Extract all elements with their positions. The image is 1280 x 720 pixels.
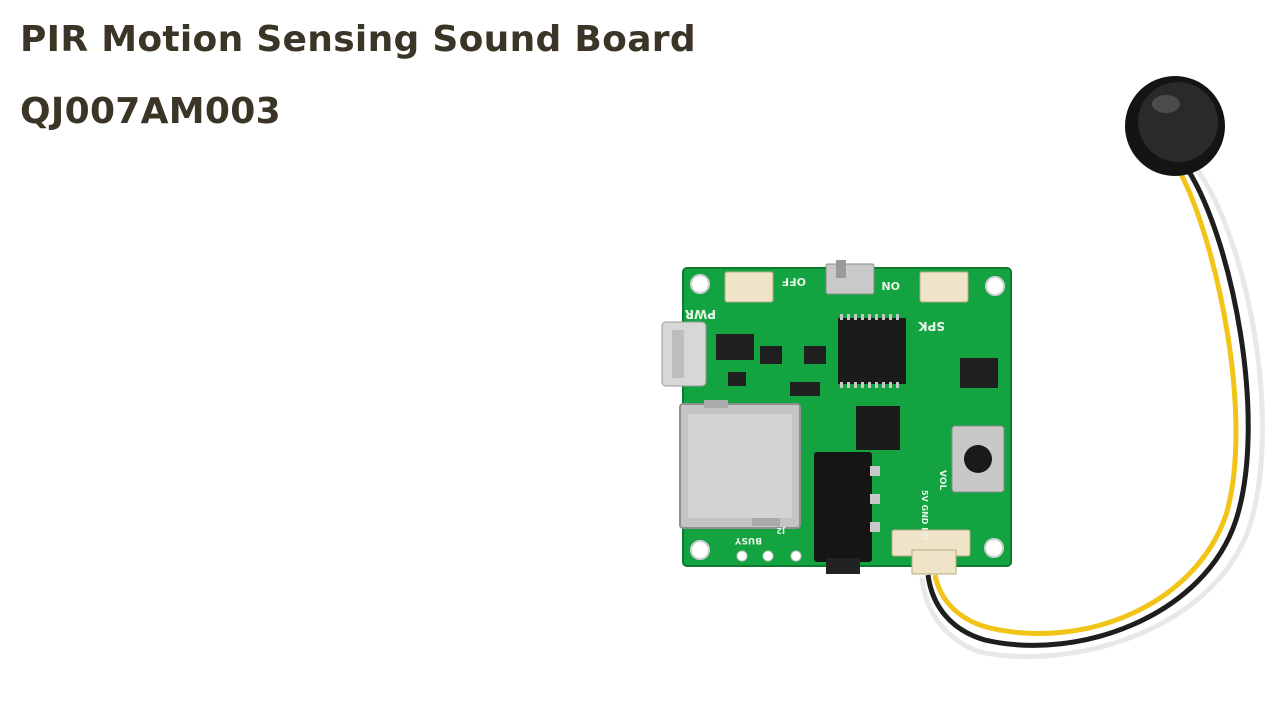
- busy-label: BUSY: [734, 535, 762, 545]
- pir-sensor: [1125, 76, 1225, 176]
- sensor-cable: [919, 166, 1265, 660]
- pin-labels: 5V GND I/O: [920, 490, 929, 540]
- vol-label: VOL: [937, 470, 947, 490]
- model-number: QJ007AM003: [20, 91, 281, 132]
- j2-label: J2: [776, 526, 786, 535]
- product-title: PIR Motion Sensing Sound Board: [20, 19, 696, 60]
- pwr-label: PWR: [685, 307, 716, 321]
- spk-label: SPK: [918, 319, 945, 333]
- sound-board-pcb: PWR OFF ON SPK BUSY 5V GND I/O VOL J2: [661, 260, 1012, 575]
- on-label: ON: [881, 279, 900, 292]
- off-label: OFF: [782, 275, 806, 288]
